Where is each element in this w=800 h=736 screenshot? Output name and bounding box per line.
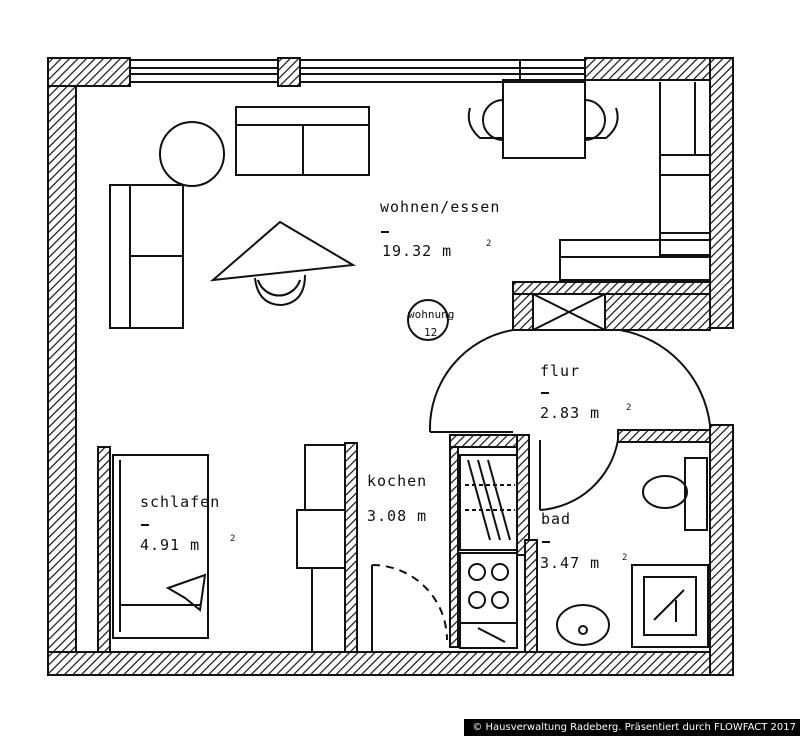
living-furniture	[109, 79, 711, 329]
room-area-flur: 2.83 m	[540, 404, 600, 422]
door-flur-living	[428, 329, 514, 433]
stove	[459, 552, 518, 624]
toilet-bowl	[642, 475, 688, 509]
room-area-bad: 3.47 m	[540, 554, 600, 572]
entrance-label-line2: 12	[424, 326, 437, 339]
triangle-table	[209, 220, 357, 282]
sideboard	[559, 239, 711, 281]
room-name-kochen: kochen	[367, 472, 427, 490]
door-flur-bad	[539, 439, 619, 511]
entrance-symbol: wohnung 12	[407, 299, 454, 341]
doors	[371, 329, 711, 652]
door-kitchen	[371, 564, 448, 641]
ventilation-shaft	[532, 293, 711, 331]
bedroom-furniture	[112, 444, 346, 653]
area-sup-flur: 2	[626, 403, 631, 413]
room-name-wohnen: wohnen/essen	[380, 198, 500, 216]
copyright-notice: © Hausverwaltung Radeberg. Präsentiert d…	[464, 719, 800, 736]
area-sup-bad: 2	[622, 553, 627, 563]
area-sup-schlafen: 2	[230, 534, 235, 544]
bed-fold	[165, 573, 207, 612]
outer-walls	[47, 57, 734, 676]
room-area-kochen: 3.08 m	[367, 507, 427, 525]
room-name-flur: flur	[540, 362, 580, 380]
bed	[112, 454, 209, 639]
kitchen-furniture	[459, 454, 518, 649]
shower	[631, 564, 709, 648]
interior-walls	[97, 281, 711, 653]
room-area-wohnen: 19.32 m	[382, 242, 452, 260]
room-labels: wohnen/essen 19.32 m 2 flur 2.83 m 2 koc…	[140, 198, 631, 572]
room-name-schlafen: schlafen	[140, 493, 220, 511]
entrance-label-line1: wohnung	[408, 308, 454, 321]
washbasin	[556, 604, 610, 646]
round-table	[159, 121, 225, 187]
door-flur-entrance	[619, 329, 711, 426]
cabinet-right	[659, 154, 711, 256]
area-sup-wohnen: 2	[486, 239, 491, 249]
sink-unit	[459, 454, 518, 551]
room-name-bad: bad	[541, 510, 571, 528]
toilet-tank	[684, 457, 708, 531]
dining-table	[502, 79, 586, 159]
top-windows	[129, 59, 586, 83]
bathroom-fixtures	[556, 457, 709, 648]
room-area-schlafen: 4.91 m	[140, 536, 200, 554]
